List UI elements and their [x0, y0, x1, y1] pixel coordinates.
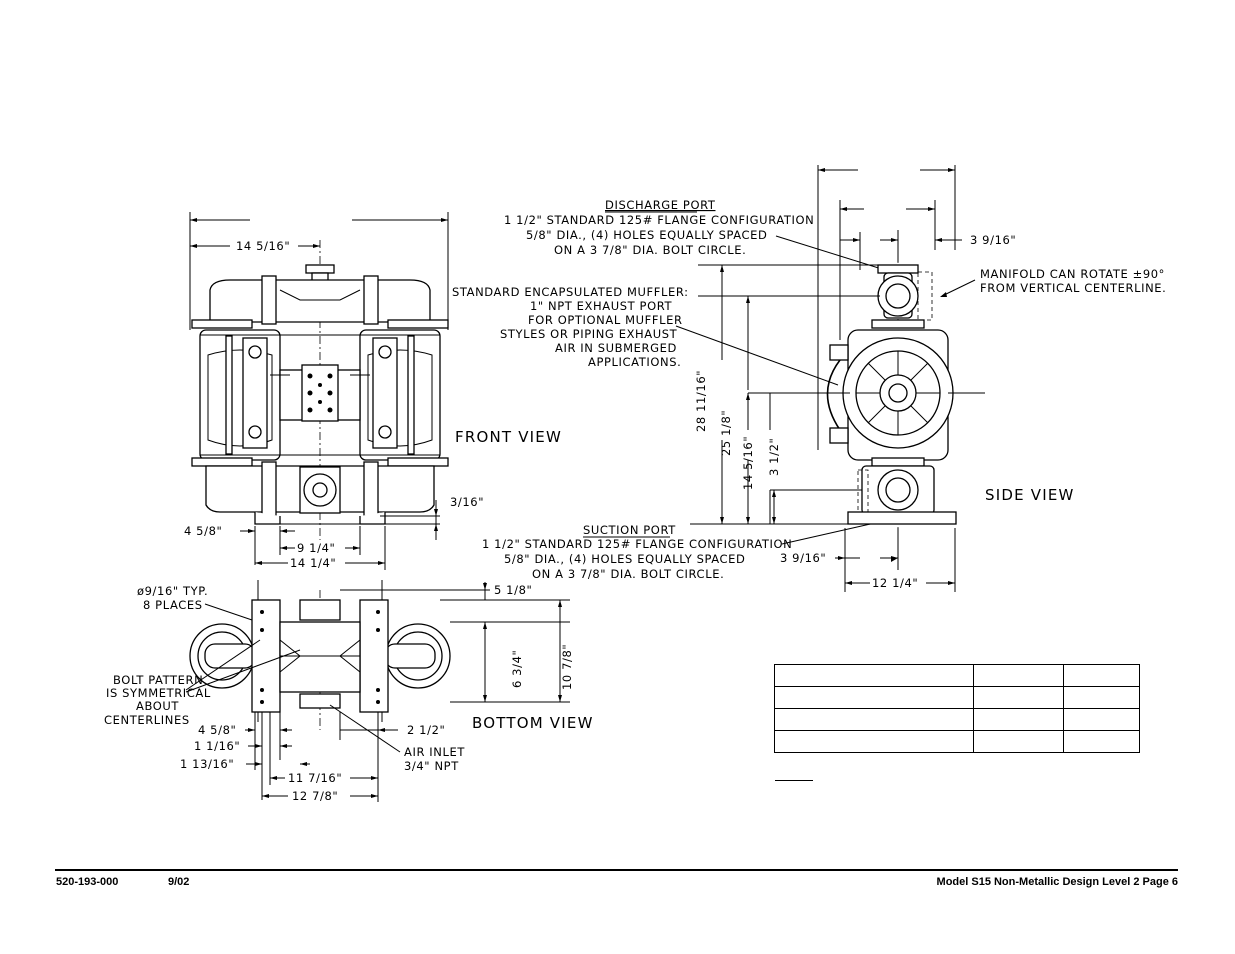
muffler-note-line-2: 1" NPT EXHAUST PORT: [530, 299, 672, 313]
dim-side-h3: 14 5/16": [741, 436, 755, 490]
discharge-port-line-2: 5/8" DIA., (4) HOLES EQUALLY SPACED: [526, 228, 768, 242]
dim-front-base: 3/16": [450, 495, 484, 509]
side-view-drawing: 3 9/16": [690, 165, 1075, 592]
bolt-note-line-3: ABOUT: [136, 699, 179, 713]
bolt-note-line-1: BOLT PATTERN: [113, 673, 203, 687]
dim-side-width: 12 1/4": [872, 576, 918, 590]
air-inlet-line-1: AIR INLET: [404, 745, 465, 759]
dim-front-top: 14 5/16": [236, 239, 290, 253]
footer-rule: [55, 869, 1178, 871]
suction-port-line-1: 1 1/2" STANDARD 125# FLANGE CONFIGURATIO…: [482, 537, 792, 551]
manifold-note-line-2: FROM VERTICAL CENTERLINE.: [980, 281, 1166, 295]
note-underline: [775, 780, 813, 781]
dim-bottom-1a: 1 1/16": [194, 739, 240, 753]
doc-number: 520-193-000: [56, 876, 119, 888]
discharge-port-line-3: ON A 3 7/8" DIA. BOLT CIRCLE.: [554, 243, 746, 257]
specification-table: [774, 664, 1140, 753]
dim-bottom-1b: 1 13/16": [180, 757, 234, 771]
suction-port-line-3: ON A 3 7/8" DIA. BOLT CIRCLE.: [532, 567, 724, 581]
table-row: [774, 730, 1140, 753]
page-footer-title: Model S15 Non-Metallic Design Level 2 Pa…: [936, 876, 1178, 888]
dim-front-left: 4 5/8": [184, 524, 222, 538]
muffler-note-line-4: STYLES OR PIPING EXHAUST: [500, 327, 678, 341]
bolt-note-line-4: CENTERLINES: [104, 713, 190, 727]
dim-side-bottom: 3 9/16": [780, 551, 826, 565]
dim-bottom-5: 5 1/8": [494, 583, 532, 597]
dim-bottom-11: 11 7/16": [288, 771, 342, 785]
dim-bottom-2: 2 1/2": [407, 723, 445, 737]
dim-side-h2: 25 1/8": [719, 410, 733, 456]
dim-front-9: 9 1/4": [297, 541, 335, 555]
bolt-note-line-2: IS SYMMETRICAL: [106, 686, 211, 700]
muffler-note-line-3: FOR OPTIONAL MUFFLER: [528, 313, 683, 327]
doc-date: 9/02: [168, 876, 190, 888]
table-row: [774, 664, 1140, 687]
bottom-view-title: BOTTOM VIEW: [472, 714, 594, 732]
discharge-port-title: DISCHARGE PORT: [605, 198, 716, 212]
table-row: [774, 686, 1140, 709]
hole-note-line-2: 8 PLACES: [143, 598, 203, 612]
manifold-note-line-1: MANIFOLD CAN ROTATE ±90°: [980, 267, 1165, 281]
suction-port-title: SUCTION PORT: [583, 523, 676, 537]
dim-side-top: 3 9/16": [970, 233, 1016, 247]
dim-side-h1: 28 11/16": [694, 370, 708, 432]
dim-bottom-12: 12 7/8": [292, 789, 338, 803]
discharge-port-line-1: 1 1/2" STANDARD 125# FLANGE CONFIGURATIO…: [504, 213, 814, 227]
bottom-view-drawing: 5 1/8" 6 3/4" 10 7/8" 2 1/2" 4 5/8" 1 1/…: [180, 580, 594, 803]
suction-port-line-2: 5/8" DIA., (4) HOLES EQUALLY SPACED: [504, 552, 746, 566]
dim-front-14: 14 1/4": [290, 556, 336, 570]
dim-bottom-10: 10 7/8": [560, 644, 574, 690]
table-row: [774, 708, 1140, 731]
muffler-note-line-5: AIR IN SUBMERGED: [555, 341, 677, 355]
dim-side-h4: 3 1/2": [767, 438, 781, 476]
front-view-drawing: 14 5/16": [184, 212, 562, 570]
muffler-note-line-6: APPLICATIONS.: [588, 355, 681, 369]
air-inlet-line-2: 3/4" NPT: [404, 759, 459, 773]
front-view-title: FRONT VIEW: [455, 428, 562, 446]
dim-bottom-6: 6 3/4": [510, 650, 524, 688]
dim-bottom-4: 4 5/8": [198, 723, 236, 737]
side-view-title: SIDE VIEW: [985, 486, 1075, 504]
hole-note-line-1: ø9/16" TYP.: [137, 584, 208, 598]
muffler-note-line-1: STANDARD ENCAPSULATED MUFFLER:: [452, 285, 689, 299]
